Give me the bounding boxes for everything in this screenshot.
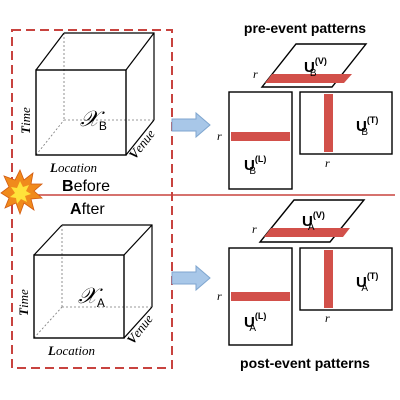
post-time-rank-label: r bbox=[325, 311, 330, 325]
event-before-label: Before bbox=[62, 178, 110, 195]
pre-venue-factor-label: U(V)B bbox=[304, 56, 327, 79]
tensor-after-axis-venue: Venue bbox=[124, 311, 156, 347]
pre-location-factor-matrix bbox=[228, 91, 293, 190]
pre-venue-factor-matrix bbox=[260, 43, 368, 88]
pre-time-factor-matrix bbox=[299, 91, 393, 155]
tensor-before-axis-time: Time bbox=[18, 107, 33, 134]
post-time-rank-bar bbox=[324, 250, 333, 308]
pre-venue-rank-label: r bbox=[253, 67, 258, 81]
tensor-after-label: 𝒳A bbox=[78, 283, 105, 310]
tensor-before-cube bbox=[35, 32, 155, 156]
tensor-after-axis-time: Time bbox=[16, 289, 31, 316]
tensor-before-label: 𝒳B bbox=[80, 106, 107, 133]
pre-time-factor-label: U(T)B bbox=[356, 115, 378, 138]
tensor-before-axis-location: Location bbox=[49, 160, 97, 175]
post-time-factor-matrix bbox=[299, 247, 393, 311]
pre-location-rank-bar bbox=[231, 132, 290, 141]
post-location-rank-bar bbox=[231, 292, 290, 301]
pre-time-rank-bar bbox=[324, 94, 333, 152]
arrow-before-to-patterns bbox=[171, 111, 211, 139]
pre-location-factor-label: U(L)B bbox=[244, 154, 266, 177]
event-after-label: After bbox=[70, 201, 105, 218]
tensor-after-cube bbox=[33, 224, 153, 339]
post-venue-factor-matrix bbox=[258, 199, 366, 243]
tensor-before-axis-venue: Venue bbox=[126, 126, 158, 162]
arrow-after-to-patterns bbox=[171, 264, 211, 292]
pre-location-rank-label: r bbox=[217, 129, 222, 143]
post-location-factor-matrix bbox=[228, 247, 293, 346]
post-location-factor-label: U(L)A bbox=[244, 311, 266, 334]
pre-event-title: pre-event patterns bbox=[244, 20, 366, 36]
post-event-title: post-event patterns bbox=[240, 355, 370, 371]
explosion-icon bbox=[0, 169, 44, 216]
post-venue-factor-label: U(V)A bbox=[302, 210, 325, 233]
pre-venue-rank-bar bbox=[265, 74, 352, 83]
post-location-rank-label: r bbox=[217, 289, 222, 303]
post-time-factor-label: U(T)A bbox=[356, 271, 378, 294]
tensor-after-axis-location: Location bbox=[47, 343, 95, 358]
post-venue-rank-bar bbox=[264, 228, 350, 237]
post-venue-rank-label: r bbox=[252, 222, 257, 236]
pre-time-rank-label: r bbox=[325, 156, 330, 170]
